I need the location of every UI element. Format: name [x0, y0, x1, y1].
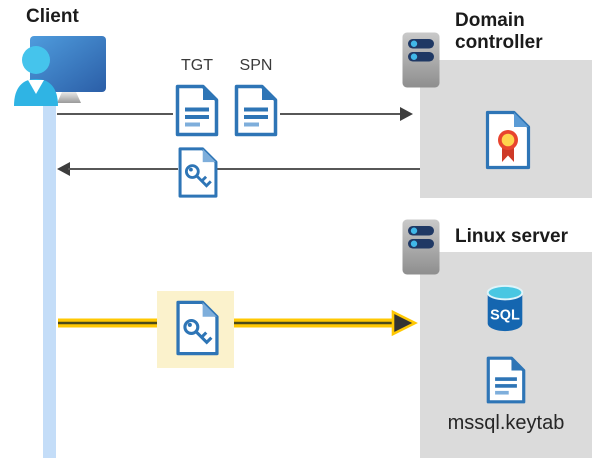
sql-database-icon: SQL — [486, 284, 524, 332]
request-arrow-line-left — [57, 113, 173, 115]
spn-label: SPN — [239, 57, 273, 74]
highlighted-ticket-key-file-icon — [176, 300, 219, 356]
linux-server-icon — [402, 219, 440, 275]
keytab-document-icon — [486, 356, 526, 404]
tgt-label: TGT — [181, 57, 213, 74]
reply-arrow-line-right — [216, 168, 420, 170]
domain-controller-label: Domain controller — [455, 10, 543, 53]
reply-arrow-line-left — [68, 168, 178, 170]
tgt-document-icon — [175, 84, 219, 137]
ticket-key-file-icon — [178, 147, 218, 198]
client-computer-icon — [14, 36, 106, 106]
keytab-filename-label: mssql.keytab — [447, 412, 565, 434]
service-ticket-arrow — [58, 309, 418, 337]
domain-controller-server-icon — [402, 32, 440, 88]
reply-arrowhead-icon — [57, 162, 70, 176]
request-arrow-line-right — [280, 113, 400, 115]
linux-server-label: Linux server — [455, 226, 568, 247]
spn-document-icon — [234, 84, 278, 137]
request-arrowhead-icon — [400, 107, 413, 121]
client-timeline-bar — [43, 84, 56, 458]
client-label: Client — [26, 6, 79, 27]
sql-label: SQL — [490, 308, 520, 324]
certificate-icon — [485, 110, 531, 170]
